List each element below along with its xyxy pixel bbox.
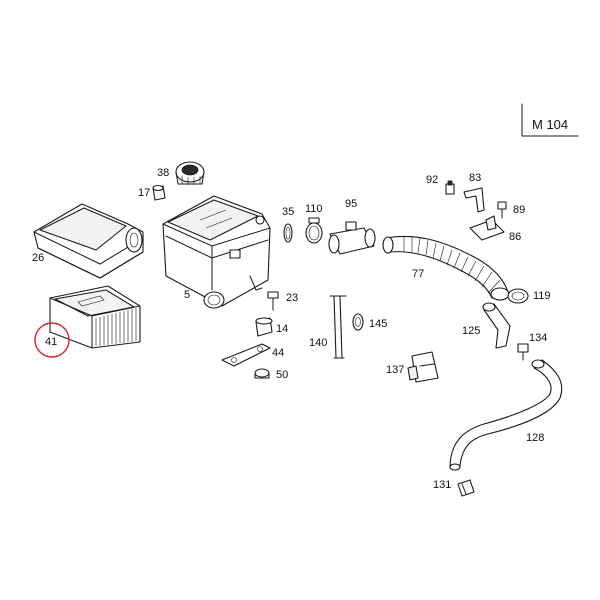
- part-label-26: 26: [32, 252, 44, 264]
- part-125-vent-pipe[interactable]: [482, 302, 511, 349]
- part-86-holder[interactable]: [469, 215, 505, 241]
- part-label-119: 119: [533, 290, 551, 302]
- part-89-bolt[interactable]: [497, 201, 507, 219]
- engine-code-label: M 104: [532, 117, 568, 132]
- part-label-125: 125: [462, 325, 480, 337]
- engine-code-box: M 104: [521, 103, 579, 137]
- part-label-131: 131: [433, 479, 451, 491]
- part-26-filter-cover[interactable]: [33, 203, 144, 279]
- part-label-14: 14: [276, 323, 288, 335]
- part-14-mount-rubber[interactable]: [255, 317, 273, 337]
- part-label-38: 38: [157, 167, 169, 179]
- part-label-128: 128: [526, 432, 544, 444]
- part-label-50: 50: [276, 369, 288, 381]
- part-95-air-mass-sensor[interactable]: [328, 221, 376, 255]
- part-label-95: 95: [345, 198, 357, 210]
- part-label-140: 140: [309, 337, 327, 349]
- part-77-intake-duct[interactable]: [382, 235, 510, 301]
- part-label-89: 89: [513, 204, 525, 216]
- part-137-holder[interactable]: [407, 351, 439, 383]
- part-23-bolt[interactable]: [267, 291, 279, 311]
- part-label-137: 137: [386, 364, 404, 376]
- part-140-profile-seal[interactable]: [329, 295, 347, 359]
- part-label-23: 23: [286, 292, 298, 304]
- part-label-41: 41: [45, 336, 57, 348]
- part-17-grommet[interactable]: [152, 184, 166, 201]
- part-50-nut[interactable]: [254, 368, 270, 379]
- part-label-86: 86: [509, 231, 521, 243]
- part-label-77: 77: [412, 268, 424, 280]
- part-label-134: 134: [529, 332, 547, 344]
- part-5-filter-housing[interactable]: [162, 195, 271, 309]
- part-41-air-filter-element[interactable]: [49, 285, 141, 349]
- part-145-grommet[interactable]: [352, 313, 364, 331]
- part-110-hose-clamp[interactable]: [305, 217, 323, 244]
- part-92-clip[interactable]: [445, 180, 455, 195]
- part-38-intake-cap[interactable]: [175, 161, 205, 185]
- part-label-17: 17: [138, 187, 150, 199]
- part-119-hose-clamp[interactable]: [507, 288, 529, 304]
- part-label-5: 5: [184, 289, 190, 301]
- part-44-bracket[interactable]: [221, 343, 271, 367]
- part-128-breather-hose[interactable]: [449, 359, 563, 471]
- part-label-44: 44: [272, 347, 284, 359]
- part-label-92: 92: [426, 174, 438, 186]
- part-131-clamp[interactable]: [457, 479, 475, 497]
- part-35-seal-ring[interactable]: [283, 223, 293, 243]
- part-label-83: 83: [469, 172, 481, 184]
- part-label-145: 145: [369, 318, 387, 330]
- part-83-bracket[interactable]: [463, 187, 485, 213]
- part-label-110: 110: [305, 203, 323, 215]
- part-label-35: 35: [282, 206, 294, 218]
- part-134-clip[interactable]: [517, 343, 529, 361]
- highlight-circle: [34, 322, 70, 358]
